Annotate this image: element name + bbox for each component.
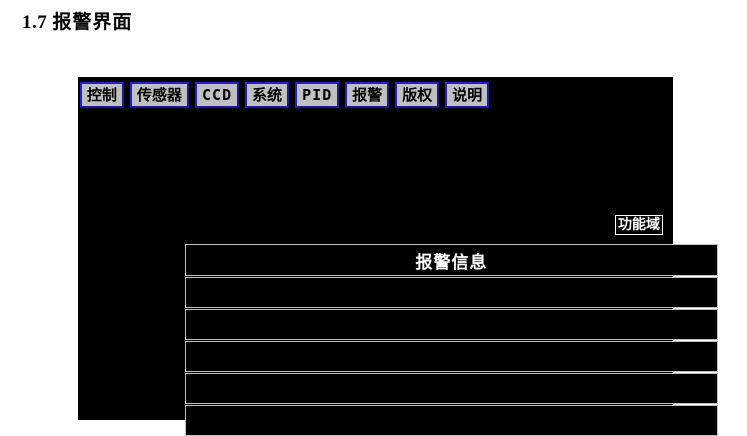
menu-item-alarm[interactable]: 报警 — [345, 82, 390, 108]
menu-item-sensor[interactable]: 传感器 — [130, 82, 190, 108]
table-row[interactable] — [185, 309, 718, 340]
menu-item-help[interactable]: 说明 — [445, 82, 490, 108]
menu-item-ccd[interactable]: CCD — [195, 82, 240, 108]
menu-item-control[interactable]: 控制 — [80, 82, 125, 108]
table-row[interactable] — [185, 277, 718, 308]
table-row[interactable] — [185, 373, 718, 404]
page-title-number: 1.7 — [22, 12, 48, 33]
table-header-row: 报警信息 — [185, 244, 718, 276]
page-title-text: 报警界面 — [52, 11, 133, 33]
table-row[interactable] — [185, 341, 718, 372]
menu-item-system[interactable]: 系统 — [245, 82, 290, 108]
menu-item-copyright[interactable]: 版权 — [395, 82, 440, 108]
page-title: 1.7 报警界面 — [22, 7, 133, 34]
alarm-information-table: 报警信息 — [185, 244, 718, 436]
table-header-label: 报警信息 — [415, 252, 488, 273]
menu-item-pid[interactable]: PID — [295, 82, 340, 108]
function-domain-label: 功能域 — [615, 215, 663, 235]
table-row[interactable] — [185, 405, 718, 436]
application-panel: 控制 传感器 CCD 系统 PID 报警 版权 说明 功能域 报警信息 — [78, 77, 718, 436]
menu-bar: 控制 传感器 CCD 系统 PID 报警 版权 说明 — [80, 82, 495, 110]
